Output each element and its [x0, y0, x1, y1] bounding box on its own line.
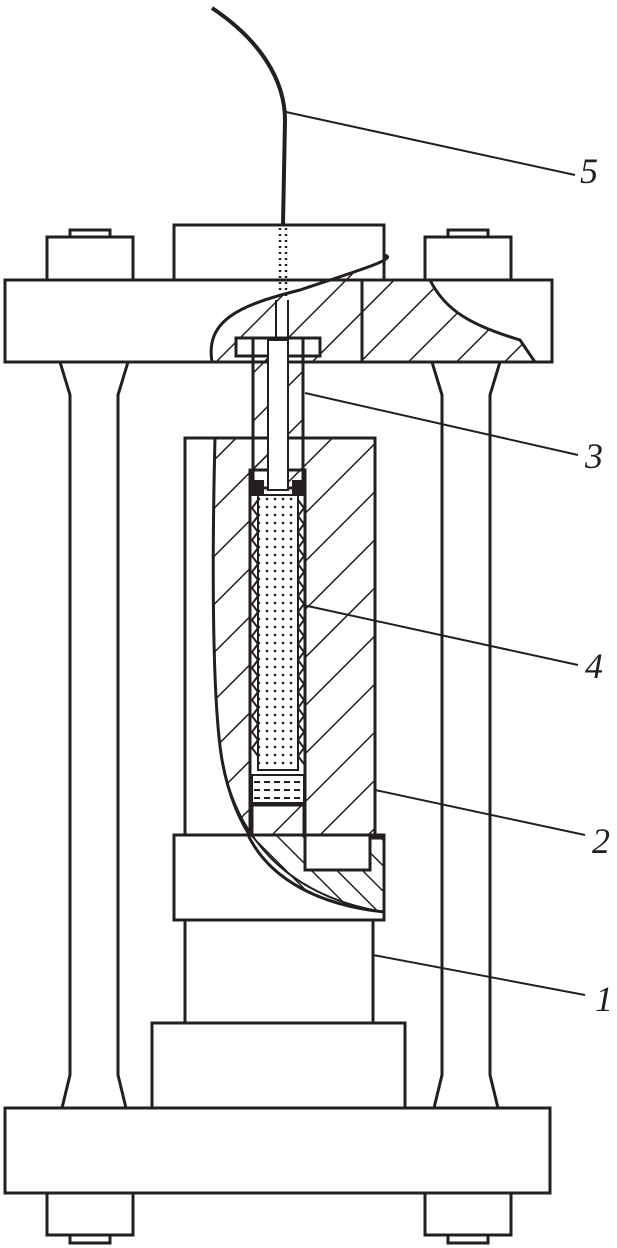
label-3: 3 [585, 436, 603, 476]
left-column [57, 360, 131, 1110]
leader-4 [302, 604, 579, 666]
label-2: 2 [592, 821, 610, 861]
leader-2 [374, 789, 586, 836]
bottom-left-bolt [45, 1191, 135, 1237]
right-column [429, 360, 503, 1110]
porous-disc [251, 774, 305, 804]
label-4: 4 [585, 646, 603, 686]
top-right-bolt [423, 228, 513, 282]
top-plate-section [209, 253, 538, 364]
bottom-plug [250, 803, 306, 837]
wire-5 [210, 6, 288, 226]
bottom-plate [3, 1106, 552, 1195]
specimen-4 [257, 494, 299, 771]
leader-1 [372, 954, 586, 996]
leader-3 [304, 392, 579, 456]
label-1: 1 [595, 979, 613, 1019]
piston-1 [183, 913, 375, 1025]
top-plug-3 [234, 336, 322, 496]
top-left-bolt [45, 228, 135, 282]
base-block [150, 1021, 407, 1110]
label-5: 5 [580, 151, 598, 191]
leader-5 [285, 111, 576, 176]
bottom-right-bolt [423, 1191, 513, 1237]
